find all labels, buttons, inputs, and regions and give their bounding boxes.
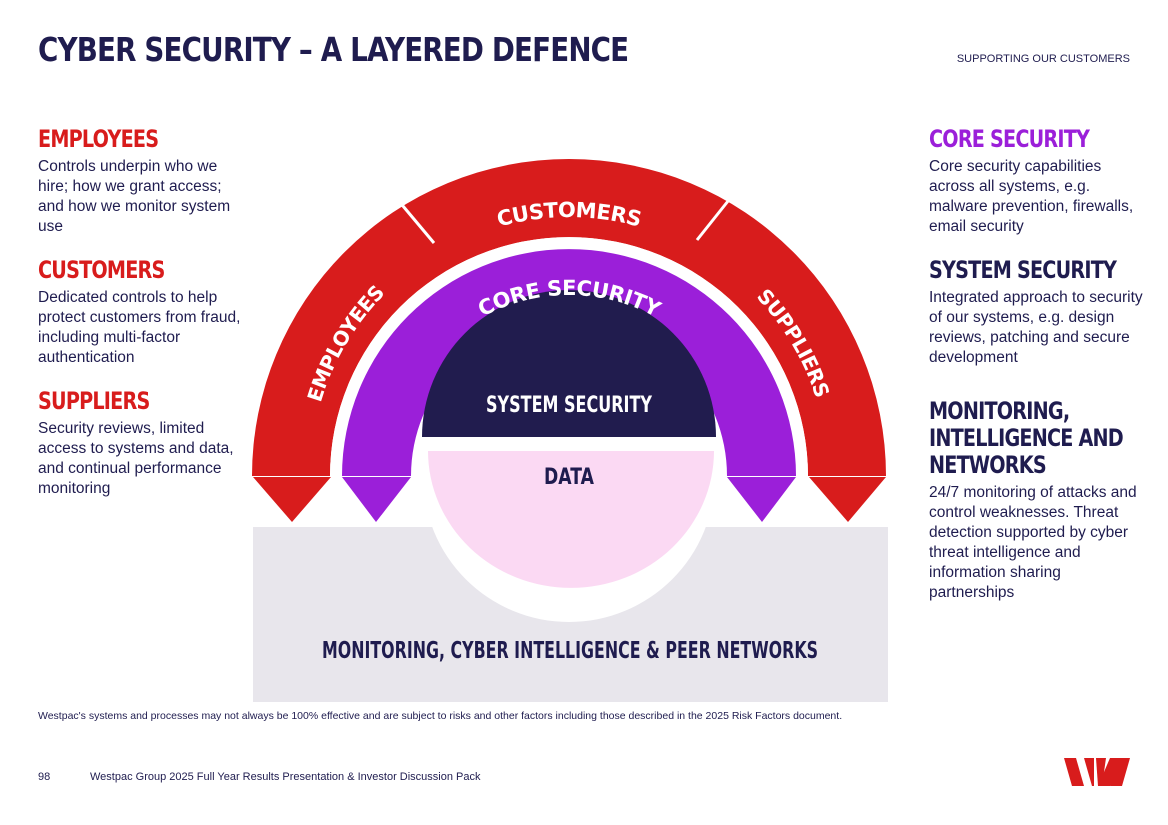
outer-ring-divider [695, 180, 746, 241]
arrow-red-left [253, 477, 331, 522]
employees-heading: EMPLOYEES [38, 125, 159, 153]
section-label: SUPPORTING OUR CUSTOMERS [956, 53, 1130, 65]
monitoring-base-label: MONITORING, CYBER INTELLIGENCE & PEER NE… [322, 638, 818, 664]
customers-heading: CUSTOMERS [38, 256, 165, 284]
system-security-label: SYSTEM SECURITY [486, 393, 653, 418]
customers-text: Dedicated controls to help protect custo… [38, 289, 241, 366]
system-security-core [422, 290, 716, 437]
outer-ring [252, 159, 886, 476]
suppliers-text: Security reviews, limited access to syst… [38, 420, 234, 497]
system-security-text: Integrated approach to security of our s… [929, 289, 1143, 366]
employees-text: Controls underpin who we hire; how we gr… [38, 158, 231, 235]
page-title: CYBER SECURITY – A LAYERED DEFENCE [38, 30, 629, 69]
arrow-purple-left [342, 477, 411, 522]
system-security-heading: SYSTEM SECURITY [929, 256, 1117, 284]
disclaimer: Westpac's systems and processes may not … [38, 710, 843, 722]
core-security-heading: CORE SECURITY [929, 125, 1090, 153]
footer-document-title: Westpac Group 2025 Full Year Results Pre… [90, 771, 481, 783]
data-core [428, 451, 714, 588]
core-security-text: Core security capabilities across all sy… [929, 158, 1134, 235]
suppliers-block: SUPPLIERS Security reviews, limited acce… [38, 388, 248, 499]
arrow-purple-right [727, 477, 796, 522]
page-number: 98 [38, 771, 51, 783]
left-descriptions: EMPLOYEES Controls underpin who we hire;… [38, 126, 248, 519]
data-label: DATA [544, 465, 594, 490]
monitoring-text: 24/7 monitoring of attacks and control w… [929, 484, 1137, 601]
core-security-block: CORE SECURITY Core security capabilities… [929, 126, 1144, 237]
suppliers-heading: SUPPLIERS [38, 387, 150, 415]
outer-ring-divider [385, 186, 436, 244]
system-security-block: SYSTEM SECURITY Integrated approach to s… [929, 257, 1144, 368]
westpac-logo-icon [1064, 758, 1130, 786]
right-descriptions: CORE SECURITY Core security capabilities… [929, 126, 1144, 623]
customers-block: CUSTOMERS Dedicated controls to help pro… [38, 257, 248, 368]
middle-ring [342, 249, 796, 476]
employees-block: EMPLOYEES Controls underpin who we hire;… [38, 126, 248, 237]
arrow-red-right [809, 477, 886, 522]
